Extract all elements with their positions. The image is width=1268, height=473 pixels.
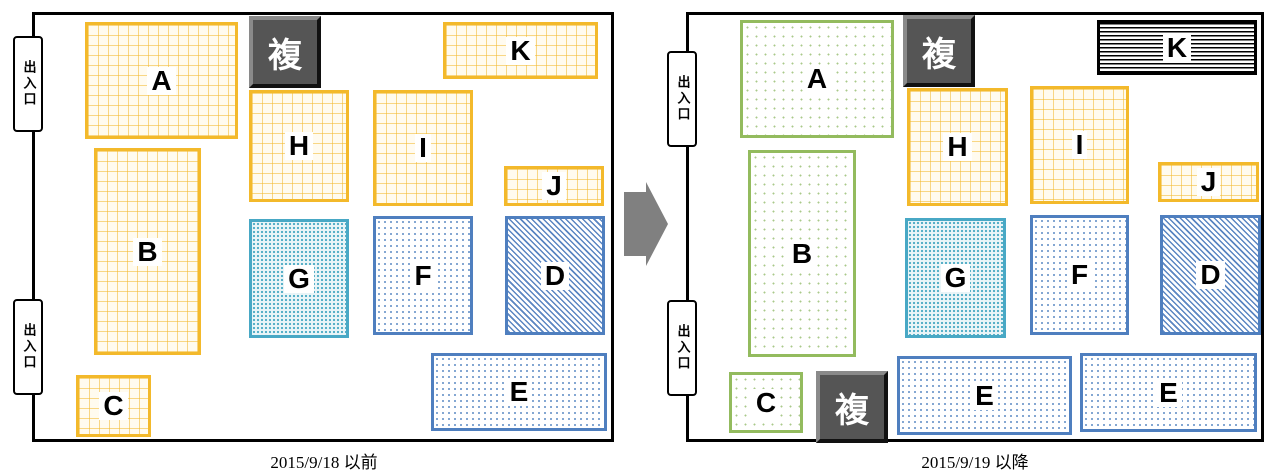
fuku-label: 複	[835, 390, 869, 431]
fuku-label: 複	[922, 34, 956, 75]
block-j-before: J	[504, 166, 604, 206]
block-label: J	[1196, 168, 1221, 196]
block-label: G	[940, 264, 971, 292]
block-label: E	[971, 381, 998, 410]
block-a-before: A	[85, 22, 238, 139]
block-e1-after: E	[897, 356, 1072, 435]
block-label: B	[787, 239, 817, 268]
block-label: A	[802, 65, 832, 93]
block-label: J	[542, 172, 566, 200]
block-c-after: C	[729, 372, 803, 433]
block-label: B	[133, 237, 162, 266]
block-j-after: J	[1158, 162, 1259, 202]
block-d-before: D	[505, 216, 605, 335]
block-f-before: F	[373, 216, 473, 335]
block-label: D	[1196, 261, 1225, 289]
caption-before: 2015/9/18 以前	[270, 453, 378, 472]
block-label: I	[415, 134, 431, 162]
block-label: H	[284, 132, 314, 160]
caption-after: 2015/9/19 以降	[921, 453, 1029, 472]
block-label: H	[943, 133, 972, 161]
block-k-after: K	[1097, 20, 1257, 75]
block-b-before: B	[94, 148, 201, 355]
block-label: A	[147, 66, 176, 95]
fuku-badge-after-top: 複	[903, 15, 975, 87]
block-e-before: E	[431, 353, 607, 431]
block-label: I	[1071, 131, 1088, 159]
block-f-after: F	[1030, 215, 1129, 335]
block-label: E	[1155, 378, 1182, 407]
block-label: F	[410, 261, 436, 290]
block-label: K	[1162, 33, 1192, 62]
block-label: C	[99, 392, 128, 420]
block-label: F	[1066, 261, 1093, 289]
block-label: D	[540, 261, 570, 290]
block-d-after: D	[1160, 215, 1261, 335]
entrance-label: 出入口	[674, 324, 690, 372]
block-e2-after: E	[1080, 353, 1257, 432]
block-label: C	[751, 388, 781, 417]
arrow-right-icon	[624, 182, 668, 266]
block-label: G	[284, 264, 314, 293]
block-label: E	[505, 378, 533, 406]
block-g-before: G	[249, 219, 349, 338]
entrance-label: 出入口	[20, 323, 36, 371]
block-h-after: H	[907, 88, 1008, 206]
block-c-before: C	[76, 375, 151, 437]
fuku-badge-before: 複	[249, 16, 321, 88]
block-k-before: K	[443, 22, 598, 79]
block-i-after: I	[1030, 86, 1129, 204]
entrance-bottom-before: 出入口	[13, 299, 43, 395]
fuku-badge-after-bottom: 複	[816, 371, 888, 443]
fuku-label: 複	[268, 35, 302, 76]
block-h-before: H	[249, 90, 349, 202]
entrance-top-before: 出入口	[13, 36, 43, 132]
entrance-bottom-after: 出入口	[667, 300, 697, 396]
block-i-before: I	[373, 90, 473, 206]
block-a-after: A	[740, 20, 894, 138]
entrance-top-after: 出入口	[667, 51, 697, 147]
block-label: K	[506, 36, 535, 65]
block-g-after: G	[905, 218, 1006, 338]
entrance-label: 出入口	[20, 60, 36, 108]
entrance-label: 出入口	[674, 75, 690, 123]
block-b-after: B	[748, 150, 856, 357]
